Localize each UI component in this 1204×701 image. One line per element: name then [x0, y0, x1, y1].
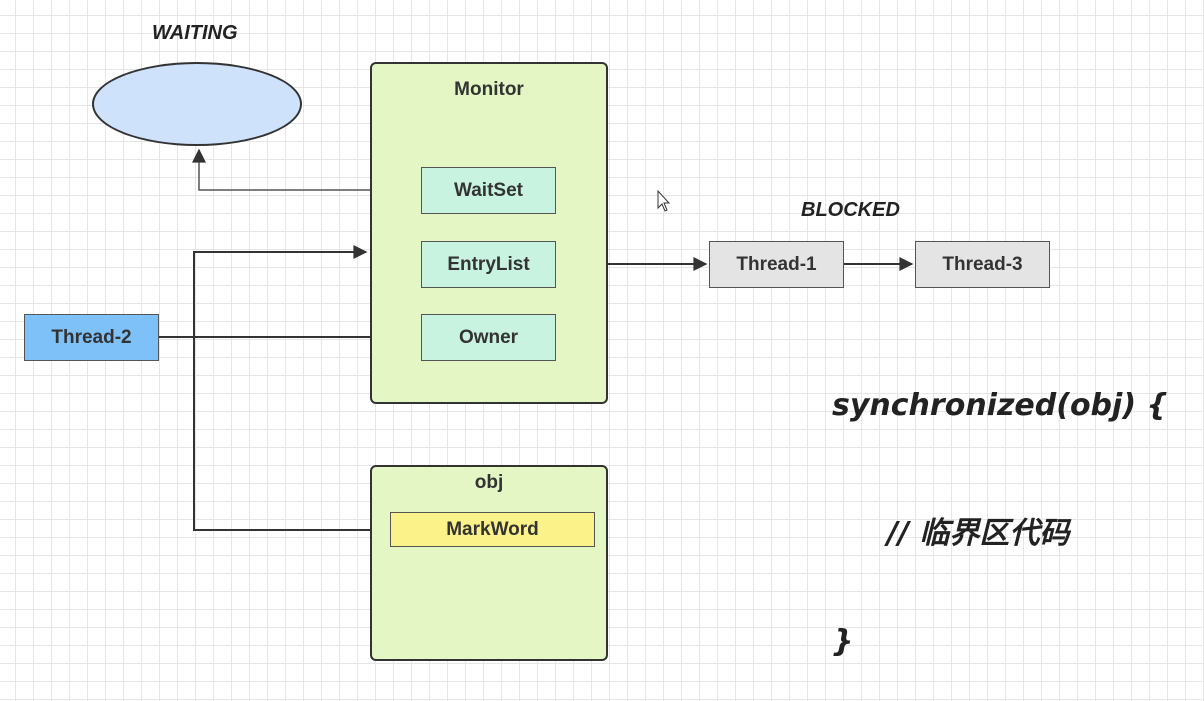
entrylist-box: EntryList: [421, 241, 556, 288]
thread1-box: Thread-1: [709, 241, 844, 288]
code-line-synchronized: synchronized(obj) {: [832, 388, 1168, 423]
blocked-state-label: BLOCKED: [801, 199, 900, 221]
mouse-cursor-icon: [657, 189, 671, 212]
thread3-box: Thread-3: [915, 241, 1050, 288]
code-line-closing-brace: }: [832, 624, 854, 659]
waiting-state-label: WAITING: [152, 22, 238, 44]
owner-box: Owner: [421, 314, 556, 361]
waitset-to-waiting-arrow: [192, 148, 421, 191]
waitset-box: WaitSet: [421, 167, 556, 214]
obj-container: obj: [370, 465, 608, 661]
monitor-title: Monitor: [454, 79, 524, 100]
markword-box: MarkWord: [390, 512, 595, 547]
markword-to-monitor-arrow: [193, 245, 390, 531]
thread2-box: Thread-2: [24, 314, 159, 361]
waiting-set-ellipse: [92, 62, 302, 146]
obj-title: obj: [474, 472, 504, 493]
code-line-comment: // 临界区代码: [887, 516, 1070, 551]
